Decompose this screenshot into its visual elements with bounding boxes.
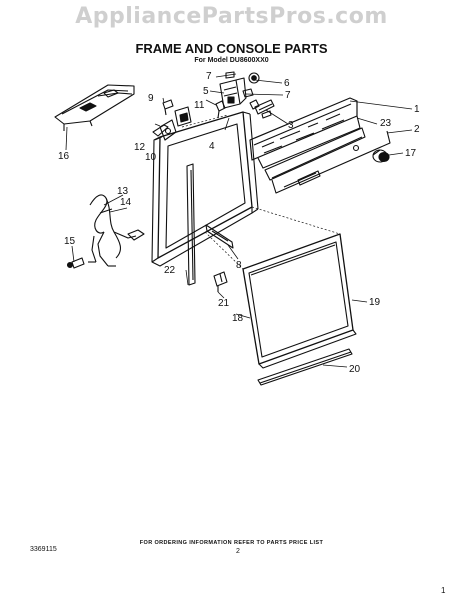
door-switch-parts	[215, 71, 260, 119]
callout-14: 14	[120, 197, 132, 208]
projection-lines	[181, 114, 341, 270]
document-number: 3369115	[30, 546, 57, 553]
callout-5: 5	[203, 86, 209, 97]
callout-3: 3	[288, 120, 294, 131]
part-3-latch	[249, 99, 275, 119]
callout-19: 19	[369, 297, 381, 308]
console-panel	[249, 97, 391, 194]
corner-mark: 1	[441, 586, 446, 595]
part-16-bracket	[54, 84, 135, 131]
callout-11: 11	[194, 100, 205, 111]
callout-7b: 7	[285, 90, 291, 101]
callout-4: 4	[209, 141, 215, 152]
ordering-note: FOR ORDERING INFORMATION REFER TO PARTS …	[139, 540, 324, 546]
callout-8: 8	[236, 260, 242, 271]
callout-7a: 7	[206, 71, 212, 82]
door-panel	[242, 233, 357, 369]
diagram-title: FRAME AND CONSOLE PARTS	[135, 41, 328, 56]
part-8-hinge	[205, 224, 234, 249]
leader-lines	[65, 73, 413, 368]
callout-15: 15	[64, 236, 76, 247]
callout-16: 16	[58, 151, 70, 162]
callout-6: 6	[284, 78, 290, 89]
callout-10: 10	[145, 152, 157, 163]
callout-1: 1	[414, 104, 420, 115]
callout-18: 18	[232, 313, 244, 324]
callout-20: 20	[349, 364, 361, 375]
callout-2: 2	[414, 124, 420, 135]
model-label: For Model DU8600XX0	[194, 57, 269, 64]
callout-9: 9	[148, 93, 154, 104]
callout-22: 22	[164, 265, 176, 276]
callout-21: 21	[218, 298, 230, 309]
parts-9-10-12-actuator	[152, 99, 192, 141]
wire-harness	[66, 194, 145, 269]
part-17-knob	[372, 149, 390, 163]
callout-23: 23	[380, 118, 392, 129]
callout-17: 17	[405, 148, 417, 159]
page-number: 2	[236, 548, 240, 555]
part-20-bottom-trim	[257, 348, 353, 386]
callout-12: 12	[134, 142, 146, 153]
part-21-clip	[213, 271, 228, 292]
watermark: AppliancePartsPros.com	[75, 4, 388, 29]
callout-13: 13	[117, 186, 129, 197]
